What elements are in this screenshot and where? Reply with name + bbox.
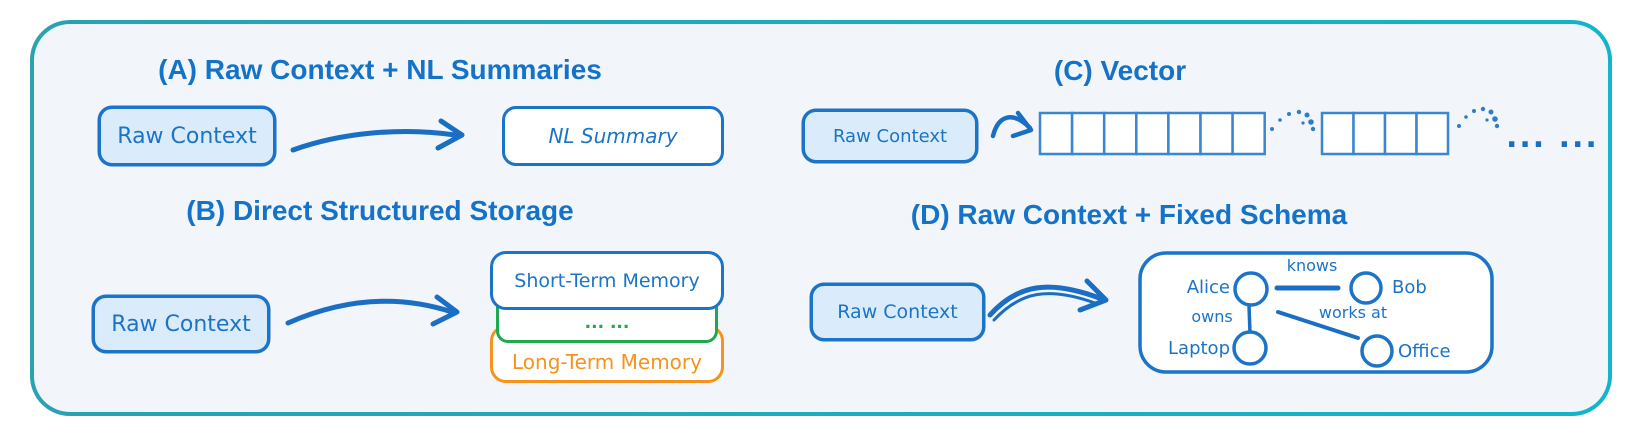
short-term-memory-label: Short-Term Memory [514,269,700,292]
long-term-memory-label: Long-Term Memory [512,350,702,374]
outer-frame [30,20,1612,416]
raw-context-box-c: Raw Context [802,109,978,163]
raw-context-box-a: Raw Context [98,106,276,166]
section-c-title: (C) Vector [1053,55,1187,86]
raw-context-box-d: Raw Context [810,283,985,341]
raw-context-label-a: Raw Context [117,123,257,149]
nl-summary-box: NL Summary [502,106,724,166]
section-d-title: (D) Raw Context + Fixed Schema [910,199,1348,230]
nl-summary-label: NL Summary [548,124,678,148]
section-a-title: (A) Raw Context + NL Summaries [158,54,602,85]
ellipsis-label: ... ... [584,313,630,333]
raw-context-box-b: Raw Context [92,295,270,353]
raw-context-label-d: Raw Context [837,301,958,323]
raw-context-label-c: Raw Context [832,125,948,147]
short-term-memory-box: Short-Term Memory [490,251,724,310]
raw-context-label-b: Raw Context [111,311,251,337]
section-b-title: (B) Direct Structured Storage [186,195,574,226]
